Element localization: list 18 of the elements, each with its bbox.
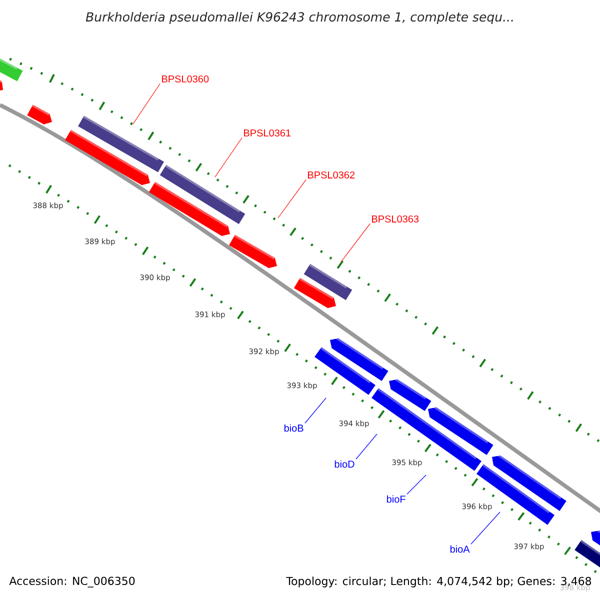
- leader-line: [406, 474, 426, 494]
- leader-line: [470, 512, 500, 544]
- title: Burkholderia pseudomallei K96243 chromosome 1, complete sequ...: [86, 12, 513, 24]
- accession-text: Accession: NC_006350: [9, 576, 135, 588]
- leader-line: [278, 179, 306, 218]
- gene-label: bioB: [284, 424, 304, 432]
- gene-label: BPSL0361: [244, 129, 291, 137]
- gene-label: BPSL0360: [162, 75, 209, 83]
- leader-line: [304, 398, 326, 424]
- leader-line: [340, 223, 370, 262]
- leader-line: [356, 434, 378, 460]
- gene-label: bioF: [387, 495, 406, 503]
- gene-label: bioA: [450, 545, 470, 553]
- leader-line: [132, 83, 160, 124]
- gene-label: bioD: [334, 460, 354, 468]
- gene-label: BPSL0362: [308, 171, 355, 179]
- leader-line: [214, 137, 242, 178]
- gene-label: BPSL0363: [372, 215, 419, 223]
